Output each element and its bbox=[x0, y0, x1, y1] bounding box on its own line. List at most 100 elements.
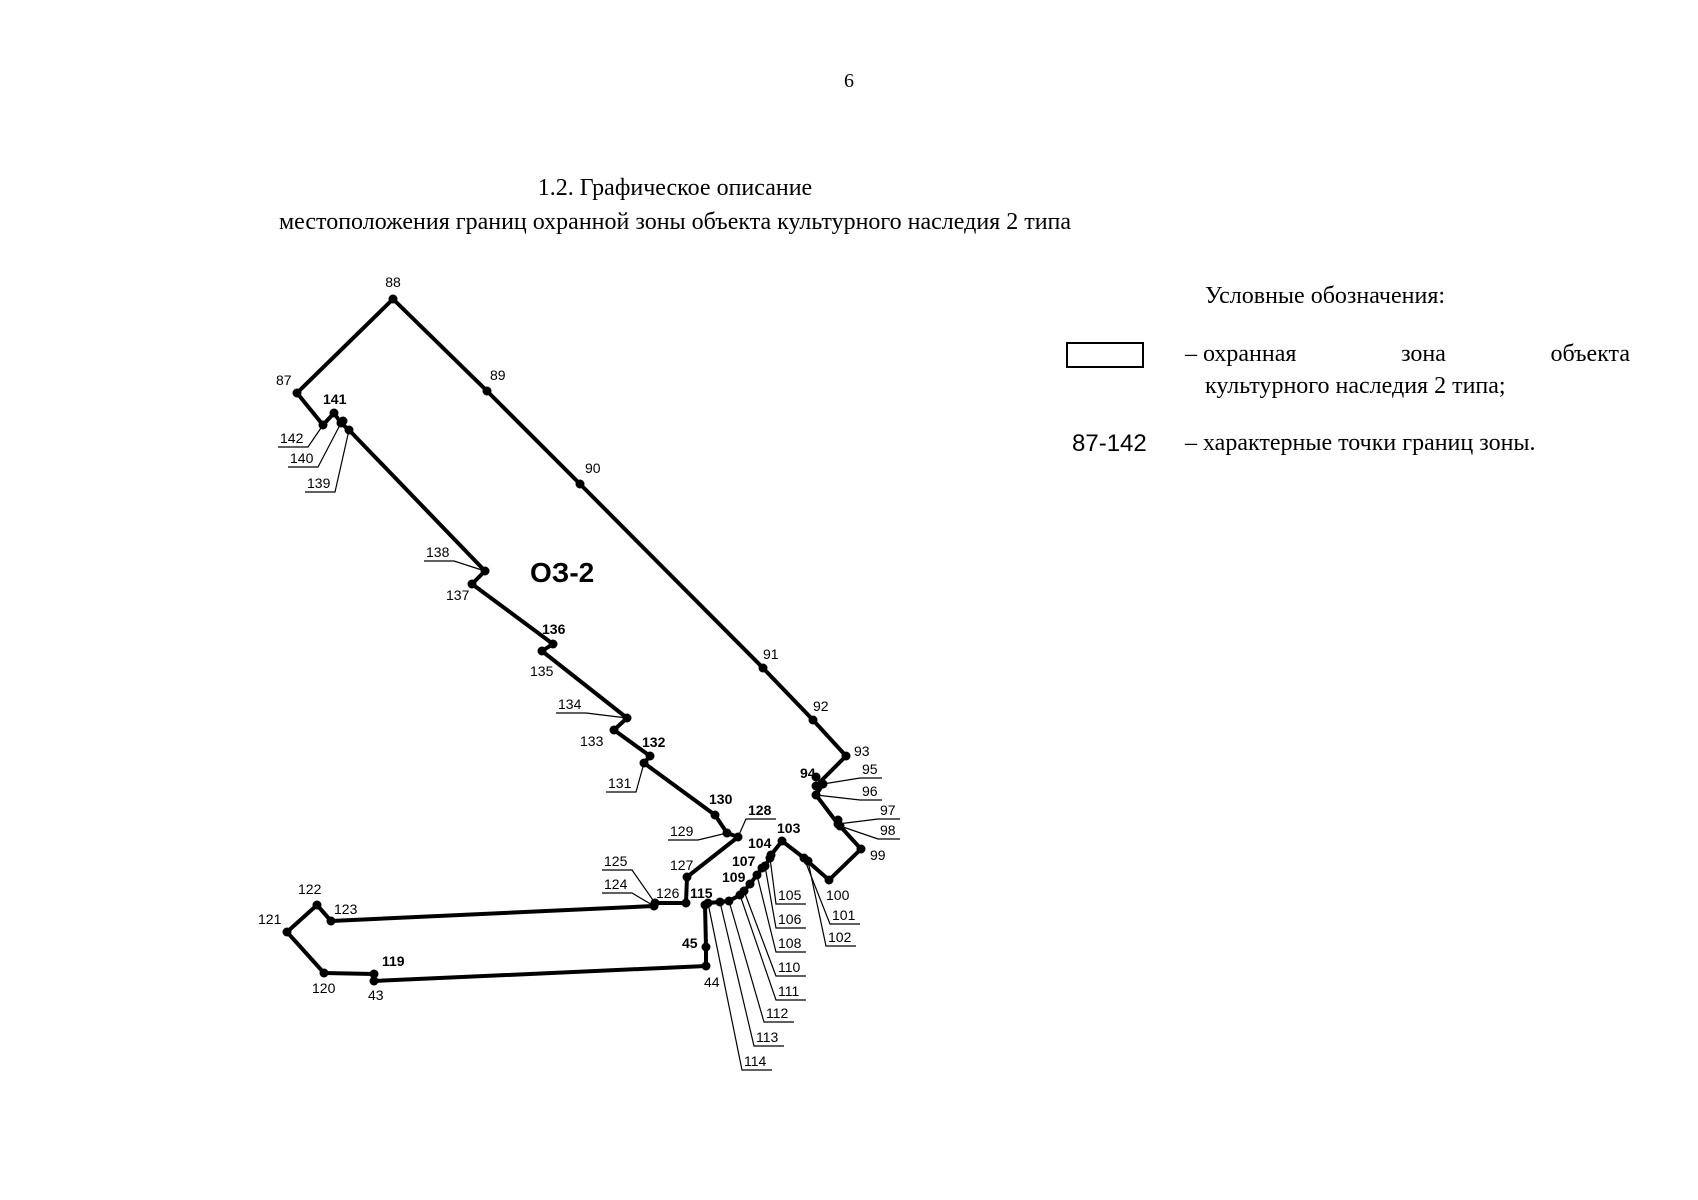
boundary-point-123 bbox=[326, 916, 336, 926]
boundary-point-89 bbox=[482, 386, 492, 396]
boundary-point-aux bbox=[833, 815, 843, 825]
legend-zone-word: объекта bbox=[1550, 341, 1630, 367]
boundary-point-92 bbox=[808, 715, 818, 725]
point-label-104: 104 bbox=[748, 835, 772, 851]
leader-125 bbox=[602, 869, 656, 904]
point-label-102: 102 bbox=[828, 929, 852, 945]
leader-96 bbox=[815, 794, 882, 801]
leader-131 bbox=[606, 762, 645, 793]
point-label-119: 119 bbox=[382, 953, 405, 969]
point-label-113: 113 bbox=[756, 1029, 779, 1045]
leader-142 bbox=[278, 424, 324, 448]
point-label-44: 44 bbox=[704, 974, 720, 990]
point-label-43: 43 bbox=[368, 987, 384, 1003]
boundary-point-96 bbox=[811, 790, 821, 800]
point-label-131: 131 bbox=[608, 775, 632, 791]
boundary-point-88 bbox=[388, 294, 398, 304]
point-label-93: 93 bbox=[854, 743, 870, 759]
boundary-point-91 bbox=[758, 663, 768, 673]
point-label-98: 98 bbox=[880, 822, 896, 838]
leader-124 bbox=[602, 892, 655, 907]
point-label-140: 140 bbox=[290, 450, 314, 466]
point-label-105: 105 bbox=[778, 887, 802, 903]
leader-97 bbox=[837, 818, 900, 825]
point-label-100: 100 bbox=[826, 887, 850, 903]
point-label-45: 45 bbox=[682, 935, 698, 951]
leader-102 bbox=[807, 860, 856, 947]
boundary-point-139 bbox=[344, 425, 354, 435]
leader-lines bbox=[278, 422, 900, 1071]
point-label-133: 133 bbox=[580, 733, 604, 749]
boundary-point-95 bbox=[818, 779, 828, 789]
boundary-point-90 bbox=[575, 479, 585, 489]
point-label-120: 120 bbox=[312, 980, 336, 996]
point-label-141: 141 bbox=[323, 391, 347, 407]
point-label-106: 106 bbox=[778, 911, 802, 927]
point-label-124: 124 bbox=[604, 876, 628, 892]
point-label-129: 129 bbox=[670, 823, 694, 839]
boundary-point-119 bbox=[369, 969, 379, 979]
boundary-point-134 bbox=[622, 713, 632, 723]
section-title: 1.2. Графическое описание bbox=[537, 175, 813, 201]
leader-101 bbox=[803, 857, 860, 925]
boundary-point-115 bbox=[700, 900, 710, 910]
point-label-136: 136 bbox=[542, 621, 566, 637]
leader-95 bbox=[822, 777, 882, 785]
boundary-point-122 bbox=[312, 900, 322, 910]
leader-114 bbox=[707, 902, 772, 1071]
point-label-138: 138 bbox=[426, 544, 450, 560]
boundary-point-136 bbox=[548, 639, 558, 649]
boundary-point-102 bbox=[803, 856, 813, 866]
leader-129 bbox=[668, 832, 728, 841]
boundary-point-93 bbox=[841, 751, 851, 761]
point-label-99: 99 bbox=[870, 847, 886, 863]
point-label-90: 90 bbox=[585, 460, 601, 476]
leader-140 bbox=[288, 422, 342, 468]
leader-106 bbox=[764, 865, 806, 929]
point-label-111: 111 bbox=[778, 983, 799, 999]
point-label-89: 89 bbox=[490, 367, 506, 383]
point-label-107: 107 bbox=[732, 853, 756, 869]
point-label-135: 135 bbox=[530, 663, 554, 679]
point-label-103: 103 bbox=[777, 820, 801, 836]
boundary-point-138 bbox=[480, 566, 490, 576]
point-label-126: 126 bbox=[656, 885, 680, 901]
point-label-134: 134 bbox=[558, 696, 582, 712]
boundary-point-44 bbox=[701, 961, 711, 971]
boundary-point-125 bbox=[650, 898, 660, 908]
boundary-point-126 bbox=[681, 898, 691, 908]
boundary-point-103 bbox=[777, 836, 787, 846]
point-label-125: 125 bbox=[604, 853, 628, 869]
point-label-112: 112 bbox=[766, 1005, 789, 1021]
point-label-137: 137 bbox=[446, 587, 470, 603]
leader-105 bbox=[769, 857, 806, 905]
boundary-point-94 bbox=[811, 781, 821, 791]
boundary-point-132 bbox=[645, 751, 655, 761]
leader-98 bbox=[839, 825, 900, 840]
point-label-101: 101 bbox=[832, 907, 856, 923]
leader-139 bbox=[305, 429, 350, 493]
point-label-115: 115 bbox=[690, 885, 713, 901]
legend-zone-word: зона bbox=[1401, 341, 1446, 367]
boundary-point-87 bbox=[292, 388, 302, 398]
point-label-110: 110 bbox=[778, 959, 801, 975]
point-label-92: 92 bbox=[813, 698, 829, 714]
zone-label: ОЗ-2 bbox=[530, 557, 594, 588]
boundary-point-108 bbox=[752, 870, 762, 880]
boundary-point-113 bbox=[715, 897, 725, 907]
point-label-108: 108 bbox=[778, 935, 802, 951]
legend-zone-text-line2: культурного наследия 2 типа; bbox=[1205, 373, 1506, 399]
boundary-point-127 bbox=[682, 872, 692, 882]
leader-108 bbox=[756, 874, 806, 953]
point-label-139: 139 bbox=[307, 475, 331, 491]
boundary-point-142 bbox=[318, 420, 328, 430]
leader-112 bbox=[728, 900, 794, 1023]
boundary-point-129 bbox=[722, 828, 732, 838]
boundary-point-133 bbox=[609, 725, 619, 735]
point-label-121: 121 bbox=[258, 911, 282, 927]
boundary-point-100 bbox=[824, 875, 834, 885]
boundary-point-137 bbox=[467, 579, 477, 589]
boundary-point-120 bbox=[319, 968, 329, 978]
boundary-point-aux bbox=[811, 772, 821, 782]
boundary-point-121 bbox=[282, 927, 292, 937]
